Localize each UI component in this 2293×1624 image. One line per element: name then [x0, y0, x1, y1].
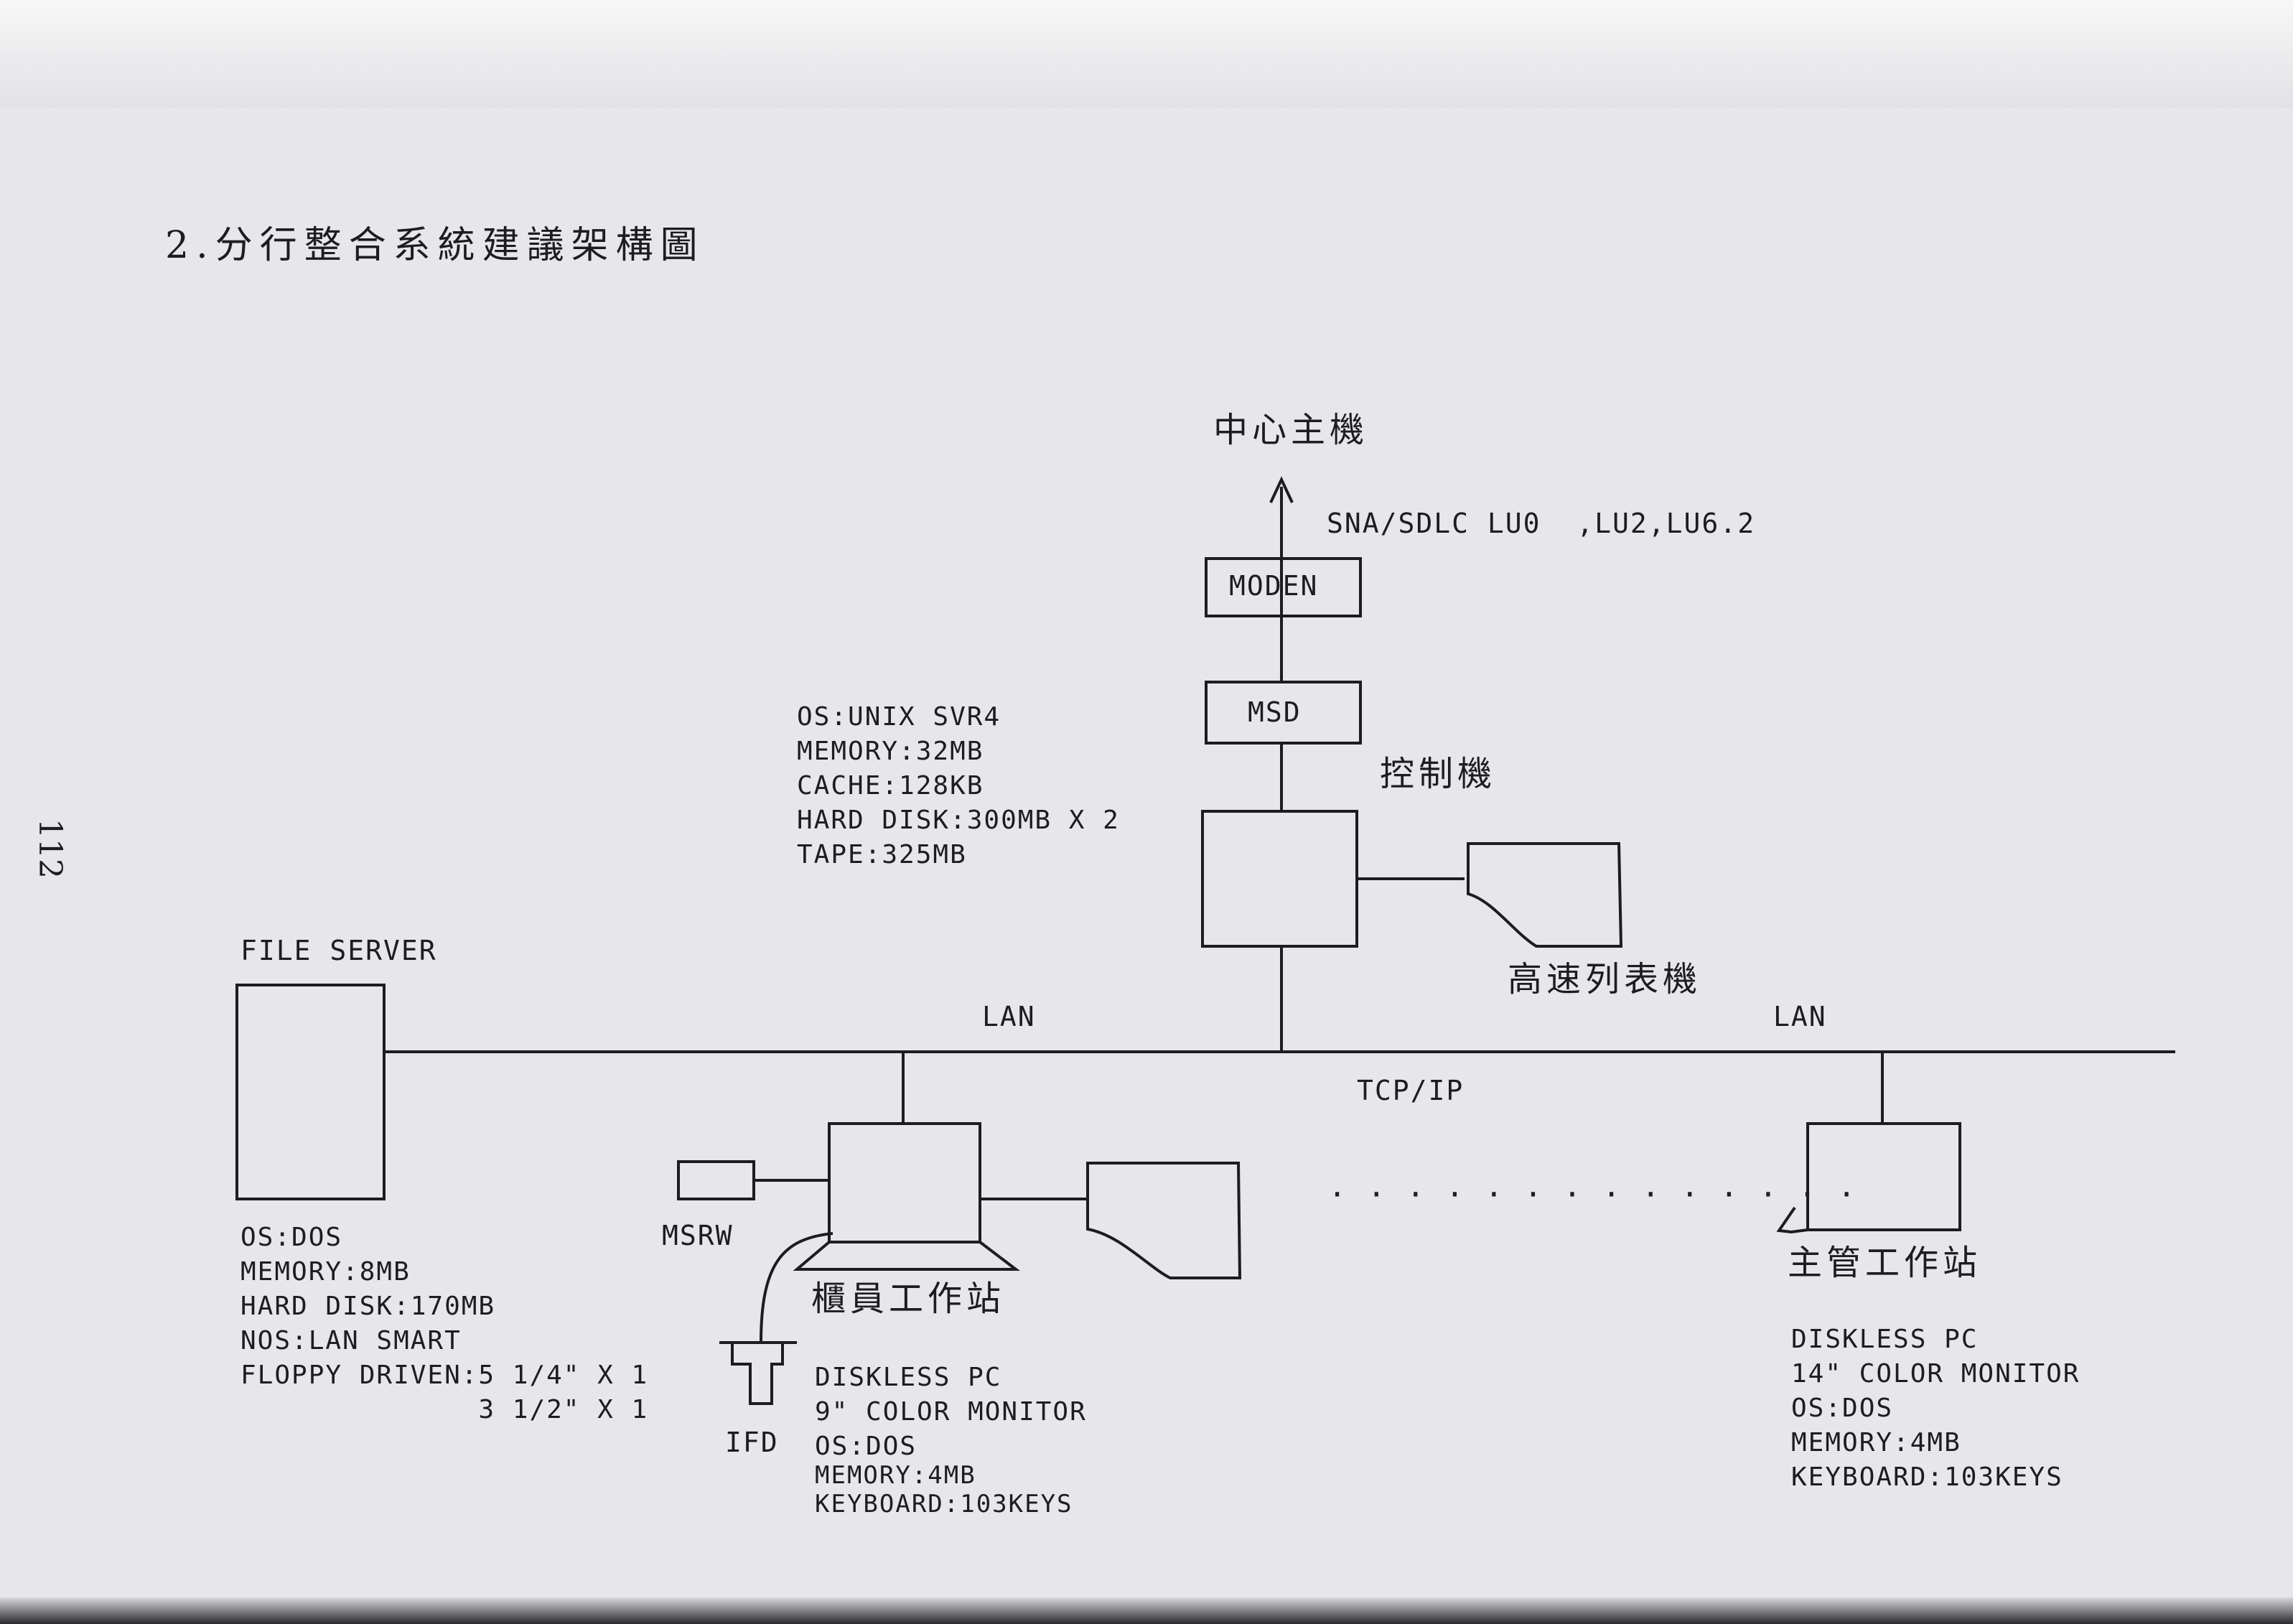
controller-box [1201, 810, 1358, 948]
controller-spec: HARD DISK:300MB X 2 [797, 806, 1120, 835]
supervisor-keyboard [1776, 1206, 1808, 1234]
msd-box [1205, 681, 1362, 745]
supervisor-spec: 14" COLOR MONITOR [1791, 1359, 2080, 1389]
teller-spec: KEYBOARD:103KEYS [815, 1490, 1073, 1518]
lan-label-right: LAN [1773, 1001, 1827, 1032]
msrw-label: MSRW [662, 1220, 734, 1251]
teller-printer-shape [1086, 1162, 1242, 1279]
printer-shape [1467, 842, 1623, 948]
supervisor-monitor [1806, 1122, 1961, 1231]
page-top-shadow [0, 0, 2293, 108]
teller-monitor [828, 1122, 981, 1243]
controller-label: 控制機 [1380, 754, 1497, 794]
printer-label: 高速列表機 [1508, 959, 1702, 999]
file-server-label: FILE SERVER [240, 935, 437, 966]
file-server-box [235, 984, 386, 1200]
teller-keyboard [793, 1241, 1020, 1271]
msrw-box [677, 1160, 755, 1200]
supervisor-spec: OS:DOS [1791, 1394, 1894, 1423]
msd-label: MSD [1248, 696, 1302, 728]
moden-box [1205, 557, 1362, 617]
protocol-label: SNA/SDLC LU0 ,LU2,LU6.2 [1327, 508, 1756, 539]
controller-spec: TAPE:325MB [797, 840, 967, 869]
page-number: 112 [32, 818, 68, 879]
controller-spec: OS:UNIX SVR4 [797, 702, 1001, 732]
controller-spec: MEMORY:32MB [797, 737, 984, 766]
page-bottom-shadow [0, 1597, 2293, 1624]
file-server-spec: NOS:LAN SMART [240, 1326, 462, 1355]
page-title: 2.分行整合系統建議架構圖 [165, 224, 705, 267]
file-server-spec: FLOPPY DRIVEN:5 1/4" X 1 [240, 1361, 649, 1390]
file-server-spec: HARD DISK:170MB [240, 1292, 496, 1321]
supervisor-label: 主管工作站 [1788, 1243, 1982, 1283]
lan-label-left: LAN [982, 1001, 1036, 1032]
supervisor-spec: KEYBOARD:103KEYS [1791, 1462, 2063, 1492]
file-server-spec: OS:DOS [240, 1223, 343, 1252]
supervisor-spec: DISKLESS PC [1791, 1325, 1979, 1354]
teller-spec: OS:DOS [815, 1432, 917, 1461]
teller-label: 櫃員工作站 [811, 1279, 1006, 1319]
center-host-label: 中心主機 [1213, 410, 1369, 450]
center-host-arrow [1269, 476, 1294, 503]
ifd-label: IFD [725, 1427, 779, 1458]
teller-spec: MEMORY:4MB [815, 1461, 976, 1490]
ifd-device [719, 1341, 797, 1405]
teller-spec: 9" COLOR MONITOR [815, 1397, 1087, 1427]
tcpip-label: TCP/IP [1357, 1075, 1465, 1106]
file-server-spec: 3 1/2" X 1 [240, 1395, 649, 1424]
teller-spec: DISKLESS PC [815, 1363, 1002, 1392]
ifd-cable [760, 1232, 833, 1343]
moden-label: MODEN [1229, 570, 1319, 602]
file-server-spec: MEMORY:8MB [240, 1257, 411, 1287]
controller-spec: CACHE:128KB [797, 771, 984, 801]
ellipsis-dots: · · · · · · · · · · · · · · [1328, 1177, 1857, 1212]
supervisor-spec: MEMORY:4MB [1791, 1428, 1961, 1457]
